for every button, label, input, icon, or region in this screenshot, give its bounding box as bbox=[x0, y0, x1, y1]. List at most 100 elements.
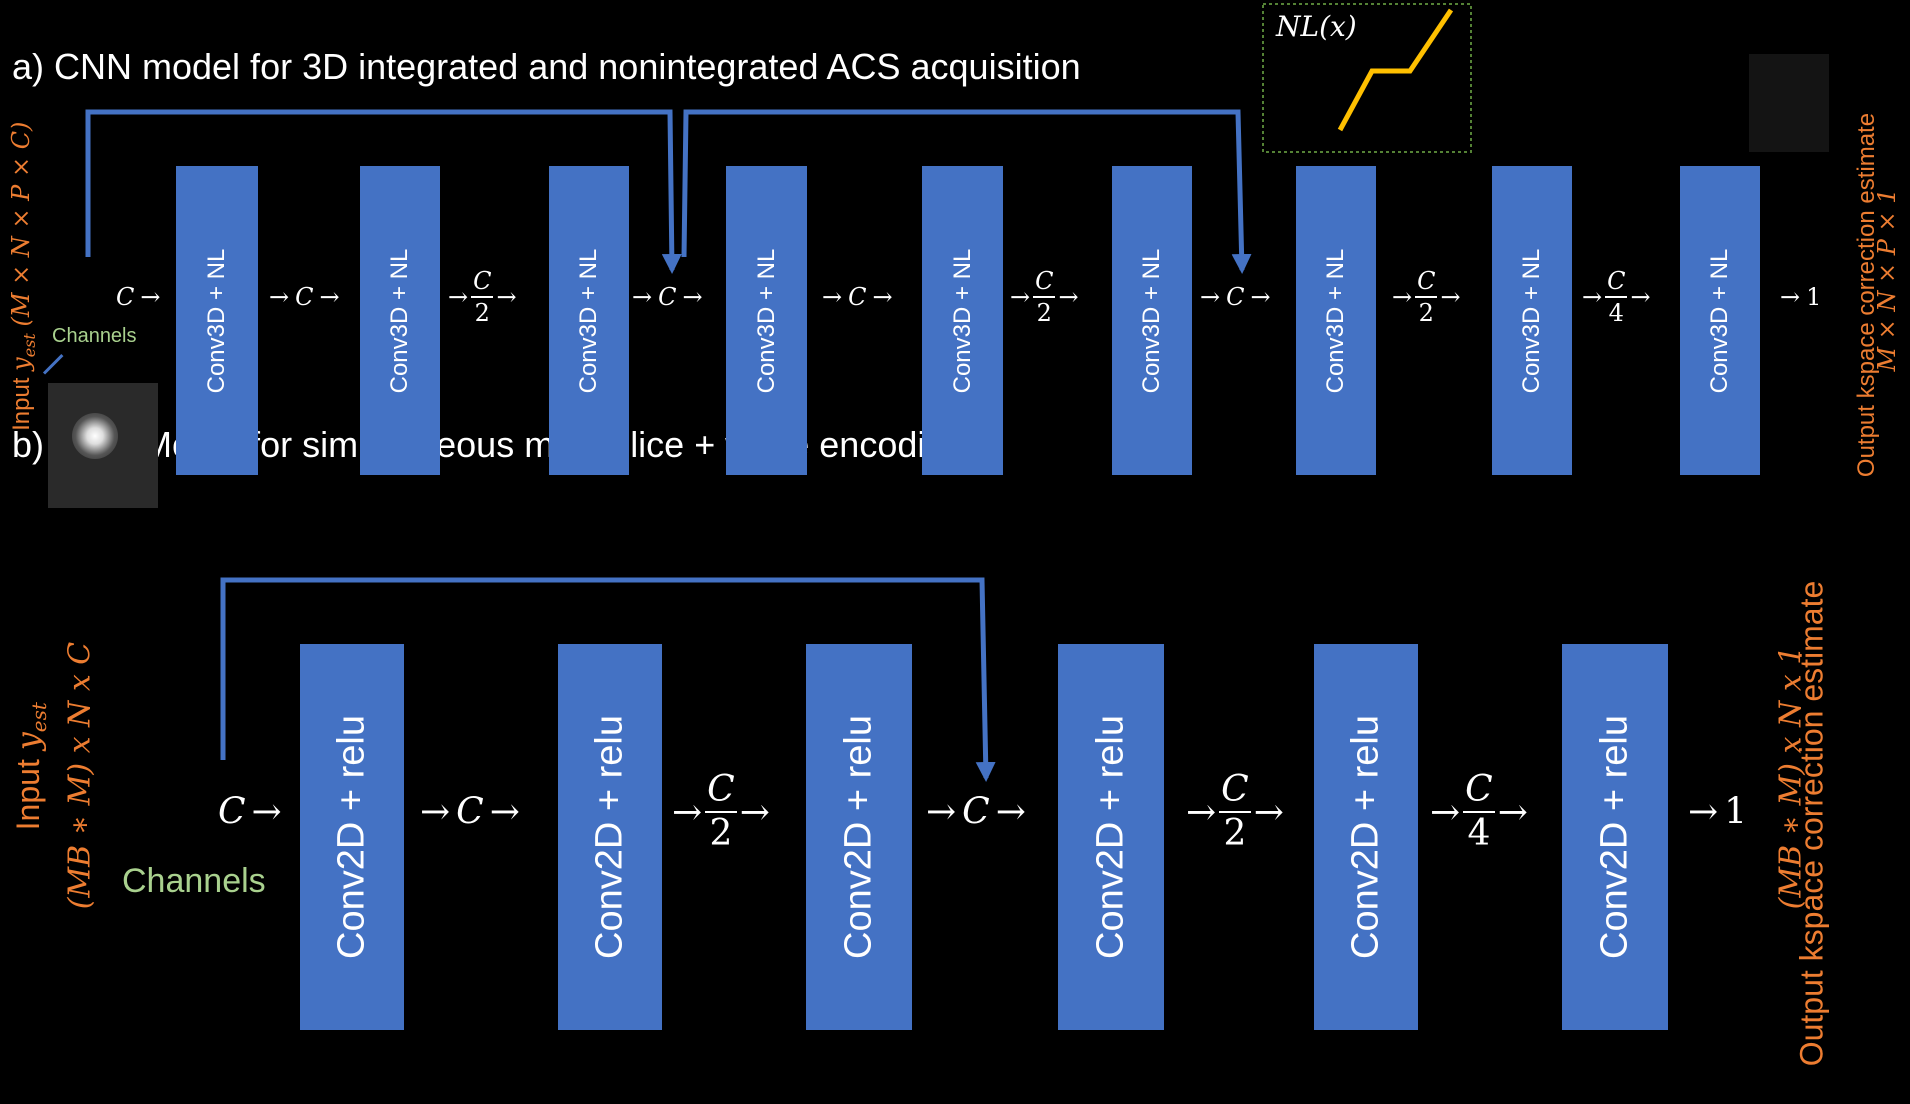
arrow-glyph: → bbox=[1780, 283, 1801, 311]
b-conv-block-label: Conv2D + relu bbox=[1593, 715, 1636, 959]
arrow-glyph: → bbox=[1582, 283, 1603, 311]
b-channel-arrow-2: →C→ bbox=[420, 792, 520, 833]
arrow-glyph: → bbox=[140, 283, 161, 311]
a-conv-block-label: Conv3D + NL bbox=[203, 248, 230, 393]
connections-layer bbox=[85, 3, 1472, 782]
channel-count: 1 bbox=[1724, 791, 1748, 833]
b-channel-arrow-7: →1 bbox=[1688, 792, 1753, 833]
channel-count: C bbox=[848, 283, 867, 311]
panel-b-output-dims: (MB ∗ M) x N x 1 bbox=[1773, 645, 1809, 910]
arrow-glyph: → bbox=[632, 283, 653, 311]
b-conv-block-5: Conv2D + relu bbox=[1314, 644, 1418, 1030]
channel-fraction-numerator: C bbox=[705, 772, 737, 813]
arrow-glyph: → bbox=[872, 283, 893, 311]
b-conv-block-label: Conv2D + relu bbox=[837, 715, 880, 959]
channel-fraction-numerator: C bbox=[1219, 772, 1251, 813]
panel-b-input-label: Input yest bbox=[8, 702, 52, 831]
channel-fraction-numerator: C bbox=[1605, 269, 1628, 298]
panel-b-input-dims: (MB ∗ M) x N x C bbox=[62, 641, 98, 910]
channel-fraction-denominator: 2 bbox=[1223, 813, 1247, 854]
channel-fraction-denominator: 2 bbox=[1036, 299, 1052, 327]
arrow-glyph: → bbox=[269, 283, 290, 311]
a-channel-arrow-4: →C→ bbox=[632, 283, 703, 311]
arrow-glyph: → bbox=[420, 791, 451, 833]
channel-count: C bbox=[1226, 283, 1245, 311]
diagram-canvas: a) CNN model for 3D integrated and nonin… bbox=[7, 3, 1901, 1066]
channel-count: C bbox=[962, 791, 990, 833]
arrow-glyph: → bbox=[1200, 283, 1221, 311]
panel-b-channels-label: Channels bbox=[122, 862, 266, 900]
arrow-glyph: → bbox=[319, 283, 340, 311]
arrow-glyph: → bbox=[489, 791, 520, 833]
a-conv-block-7: Conv3D + NL bbox=[1296, 166, 1376, 475]
channel-count: C bbox=[658, 283, 677, 311]
arrow-glyph: → bbox=[496, 283, 517, 311]
channel-count: C bbox=[295, 283, 314, 311]
skip-connection-a1 bbox=[85, 109, 682, 274]
input-kspace-thumbnail bbox=[48, 383, 158, 508]
nl-curve bbox=[1337, 8, 1454, 132]
a-conv-block-label: Conv3D + NL bbox=[948, 248, 976, 393]
b-conv-block-label: Conv2D + relu bbox=[588, 715, 631, 959]
b-conv-block-4: Conv2D + relu bbox=[1058, 644, 1164, 1030]
a-channel-arrow-1: C→ bbox=[110, 283, 160, 311]
nl-plot-box bbox=[1262, 3, 1472, 153]
channel-fraction-denominator: 2 bbox=[1418, 299, 1434, 327]
b-conv-block-label: Conv2D + relu bbox=[1089, 715, 1132, 959]
channel-fraction-numerator: C bbox=[471, 269, 494, 298]
b-conv-block-6: Conv2D + relu bbox=[1562, 644, 1668, 1030]
arrow-glyph: → bbox=[1630, 283, 1651, 311]
a-channel-arrow-7: →C→ bbox=[1200, 283, 1271, 311]
channel-fraction-numerator: C bbox=[1463, 772, 1495, 813]
channel-fraction-denominator: 2 bbox=[474, 299, 490, 327]
arrow-glyph: → bbox=[1430, 791, 1461, 833]
channel-fraction-denominator: 4 bbox=[1467, 813, 1491, 854]
channel-count: C bbox=[456, 791, 484, 833]
arrow-glyph: → bbox=[448, 283, 469, 311]
nl-function-label: NL(x) bbox=[1276, 10, 1357, 43]
arrow-glyph: → bbox=[1010, 283, 1031, 311]
a-conv-block-2: Conv3D + NL bbox=[360, 166, 440, 475]
arrow-glyph: → bbox=[739, 791, 770, 833]
a-conv-block-5: Conv3D + NL bbox=[922, 166, 1003, 475]
a-conv-block-3: Conv3D + NL bbox=[549, 166, 629, 475]
b-conv-block-3: Conv2D + relu bbox=[806, 644, 912, 1030]
a-conv-block-label: Conv3D + NL bbox=[386, 248, 413, 393]
arrow-glyph: → bbox=[822, 283, 843, 311]
panel-a-title: a) CNN model for 3D integrated and nonin… bbox=[12, 46, 1081, 87]
arrow-glyph: → bbox=[1186, 791, 1217, 833]
channel-fraction-numerator: C bbox=[1415, 269, 1438, 298]
a-conv-block-label: Conv3D + NL bbox=[575, 248, 602, 393]
a-channel-arrow-10: →1 bbox=[1780, 283, 1827, 311]
a-conv-block-6: Conv3D + NL bbox=[1112, 166, 1192, 475]
a-conv-block-label: Conv3D + NL bbox=[752, 248, 780, 393]
a-conv-block-4: Conv3D + NL bbox=[726, 166, 807, 475]
b-conv-block-2: Conv2D + relu bbox=[558, 644, 662, 1030]
a-conv-block-label: Conv3D + NL bbox=[1322, 248, 1349, 393]
arrow-glyph: → bbox=[1250, 283, 1271, 311]
skip-connection-a2 bbox=[681, 109, 1252, 274]
arrow-glyph: → bbox=[251, 791, 282, 833]
arrow-glyph: → bbox=[1688, 791, 1719, 833]
arrow-glyph: → bbox=[1440, 283, 1461, 311]
channel-count: C bbox=[218, 791, 246, 833]
b-channel-arrow-4: →C→ bbox=[926, 792, 1026, 833]
arrow-glyph: → bbox=[672, 791, 703, 833]
channel-count: C bbox=[116, 283, 135, 311]
a-conv-block-label: Conv3D + NL bbox=[1706, 248, 1733, 393]
channel-count: 1 bbox=[1806, 283, 1822, 311]
b-channel-arrow-1: C→ bbox=[212, 792, 282, 833]
a-conv-block-label: Conv3D + NL bbox=[1518, 248, 1545, 393]
b-conv-block-1: Conv2D + relu bbox=[300, 644, 404, 1030]
a-conv-block-9: Conv3D + NL bbox=[1680, 166, 1760, 475]
arrow-glyph: → bbox=[995, 791, 1026, 833]
panel-a-channels-label: Channels bbox=[52, 325, 137, 347]
a-channel-arrow-2: →C→ bbox=[269, 283, 340, 311]
